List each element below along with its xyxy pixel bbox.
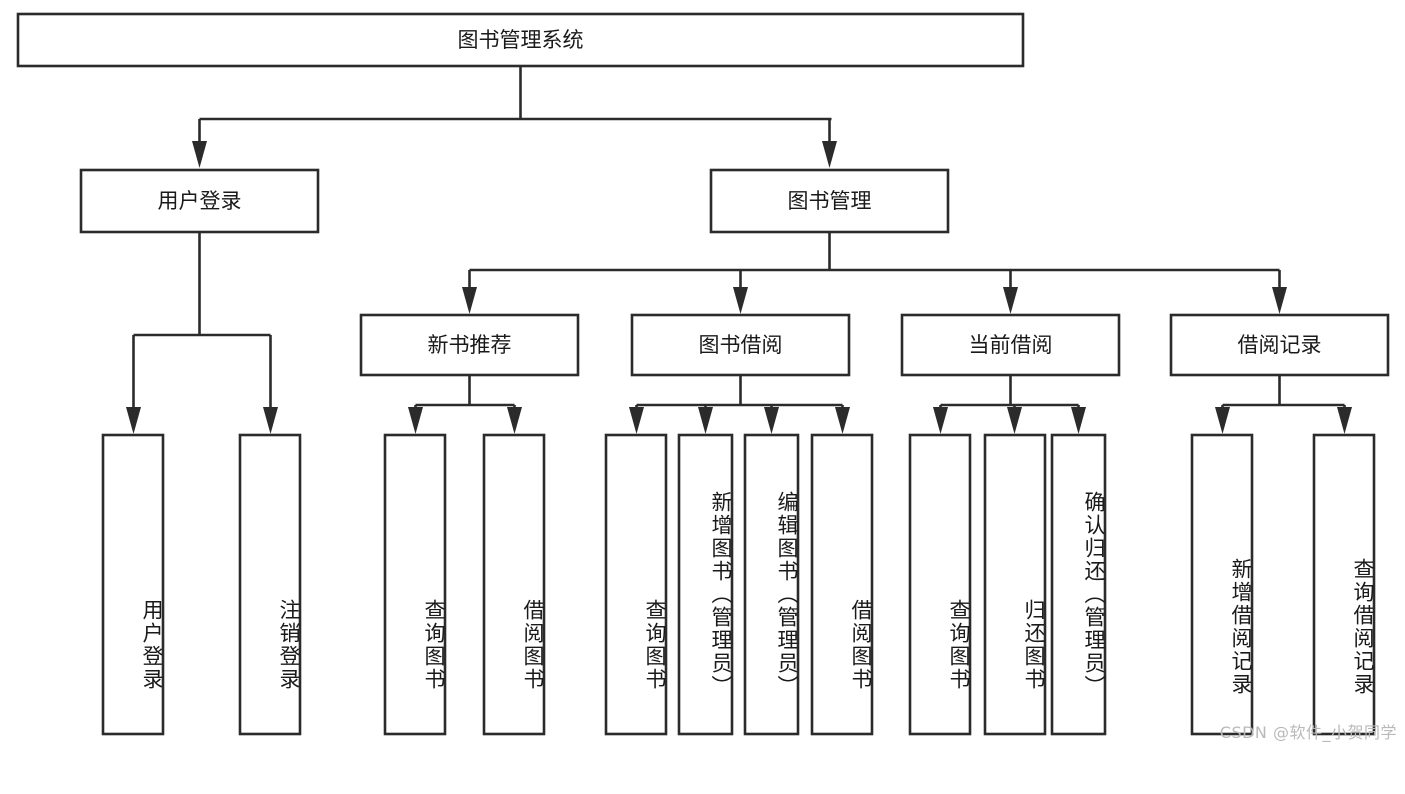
leaf-box-add-record[interactable] xyxy=(1190,433,1254,736)
arrow-head-icon xyxy=(1272,287,1287,314)
node-user-login[interactable]: 用户登录 xyxy=(79,168,320,234)
arrow-head-icon xyxy=(1215,407,1230,434)
node-book-borrow-label: 图书借阅 xyxy=(699,333,783,357)
watermark-text: CSDN @软件_小贺同学 xyxy=(1219,723,1397,742)
leaf-box-logout[interactable] xyxy=(238,433,302,736)
arrow-head-icon xyxy=(822,141,837,168)
arrow-head-icon xyxy=(764,407,779,434)
leaf-box-borrow-book-2[interactable] xyxy=(810,433,874,736)
arrow-head-icon xyxy=(733,287,748,314)
leaf-box-query-record[interactable] xyxy=(1312,433,1376,736)
leaf-box-query-book-2[interactable] xyxy=(604,433,668,736)
node-root-box[interactable] xyxy=(16,12,1025,68)
edge-group-borrow-record-children xyxy=(1215,375,1352,434)
node-book-management[interactable]: 图书管理 xyxy=(709,168,950,234)
node-new-book-recommend-label: 新书推荐 xyxy=(428,333,512,357)
arrow-head-icon xyxy=(1007,407,1022,434)
node-current-borrow-label: 当前借阅 xyxy=(969,333,1053,357)
arrow-head-icon xyxy=(629,407,644,434)
leaf-box-borrow-book-1[interactable] xyxy=(482,433,546,736)
edge-group-user-login-children xyxy=(126,232,278,434)
node-current-borrow-box[interactable] xyxy=(900,313,1121,377)
node-book-borrow-box[interactable] xyxy=(630,313,851,377)
arrow-head-icon xyxy=(835,407,850,434)
leaf-box-edit-book[interactable] xyxy=(743,433,800,736)
node-borrow-record-label: 借阅记录 xyxy=(1238,333,1322,357)
arrow-head-icon xyxy=(698,407,713,434)
node-borrow-record-box[interactable] xyxy=(1169,313,1390,377)
leaf-box-add-book[interactable] xyxy=(677,433,734,736)
diagram-root: 图书管理系统 用户登录 图书管理 新书推荐 图书借阅 当前借阅 借阅记录 xyxy=(16,12,1397,742)
edge-group-current-borrow-children xyxy=(933,375,1086,434)
node-root[interactable]: 图书管理系统 xyxy=(16,12,1025,68)
diagram-canvas: 图书管理系统 用户登录 图书管理 新书推荐 图书借阅 当前借阅 借阅记录 xyxy=(16,12,1390,736)
arrow-head-icon xyxy=(408,407,423,434)
arrow-head-icon xyxy=(1337,407,1352,434)
node-new-book-recommend-box[interactable] xyxy=(359,313,580,377)
edge-group-root-to-level1 xyxy=(192,66,837,168)
arrow-head-icon xyxy=(1003,287,1018,314)
leaf-box-return-book[interactable] xyxy=(983,433,1047,736)
leaf-box-user-login[interactable] xyxy=(101,433,165,736)
leaf-box-confirm-return[interactable] xyxy=(1050,433,1107,736)
node-current-borrow[interactable]: 当前借阅 xyxy=(900,313,1121,377)
leaf-box-query-book-1[interactable] xyxy=(383,433,447,736)
node-book-borrow[interactable]: 图书借阅 xyxy=(630,313,851,377)
node-new-book-recommend[interactable]: 新书推荐 xyxy=(359,313,580,377)
node-borrow-record[interactable]: 借阅记录 xyxy=(1169,313,1390,377)
leaf-box-query-book-3[interactable] xyxy=(908,433,972,736)
node-user-login-label: 用户登录 xyxy=(158,189,242,213)
edge-group-new-book-recommend-children xyxy=(408,375,522,434)
arrow-head-icon xyxy=(462,287,477,314)
arrow-head-icon xyxy=(933,407,948,434)
node-user-login-box[interactable] xyxy=(79,168,320,234)
edge-group-book-management-children xyxy=(462,232,1287,314)
node-book-management-box[interactable] xyxy=(709,168,950,234)
arrow-head-icon xyxy=(192,141,207,168)
leaf-boxes-group xyxy=(101,433,1376,736)
arrow-head-icon xyxy=(507,407,522,434)
edge-group-book-borrow-children xyxy=(629,375,850,434)
arrow-head-icon xyxy=(1071,407,1086,434)
node-book-management-label: 图书管理 xyxy=(788,189,872,213)
arrow-head-icon xyxy=(263,407,278,434)
node-root-label: 图书管理系统 xyxy=(458,28,584,52)
arrow-head-icon xyxy=(126,407,141,434)
